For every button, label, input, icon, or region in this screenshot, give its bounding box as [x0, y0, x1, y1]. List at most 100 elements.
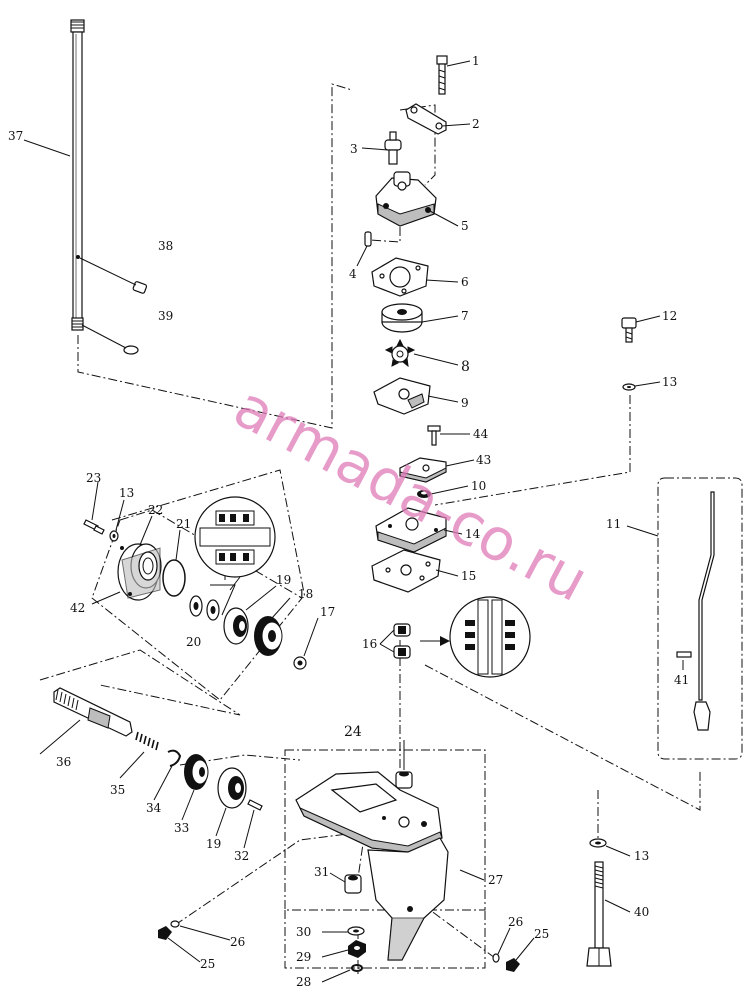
- impeller-8[interactable]: [384, 338, 416, 368]
- callout-15: 15: [461, 569, 476, 583]
- washer-13-left[interactable]: [109, 530, 119, 542]
- driveshaft-37[interactable]: [70, 19, 85, 331]
- callout-1: 1: [472, 54, 480, 68]
- pin-32[interactable]: [247, 799, 263, 811]
- callout-19-upper: 19: [276, 573, 291, 587]
- callout-31: 31: [314, 865, 329, 879]
- gear-18[interactable]: [254, 616, 283, 656]
- callout-13-top: 13: [662, 375, 677, 389]
- callout-14: 14: [465, 527, 481, 541]
- clip-34[interactable]: [167, 749, 182, 767]
- callout-24: 24: [344, 724, 362, 740]
- callout-40: 40: [634, 905, 649, 919]
- bearing-19-lower[interactable]: [217, 767, 247, 809]
- callout-21: 21: [176, 517, 191, 531]
- callout-3: 3: [350, 142, 358, 156]
- washer-13-bottom[interactable]: [589, 838, 607, 848]
- callout-16: 16: [362, 637, 377, 651]
- bolt-23[interactable]: [83, 519, 105, 535]
- callout-38: 38: [158, 239, 173, 253]
- gasket-15[interactable]: [371, 549, 441, 593]
- callout-30: 30: [296, 925, 311, 939]
- screw-44[interactable]: [427, 425, 441, 446]
- bushing-31[interactable]: [344, 874, 362, 894]
- o-ring-21[interactable]: [162, 559, 186, 597]
- gear-33[interactable]: [184, 754, 209, 790]
- bolt-25-left[interactable]: [158, 926, 172, 940]
- stud-bolt-40[interactable]: [586, 861, 612, 967]
- callout-labels: 1 2 3 5 4 6 7 8 9 44 43 10 14 15 16 12 1…: [8, 54, 689, 989]
- callout-26-left: 26: [230, 935, 245, 949]
- callout-22: 22: [148, 503, 163, 517]
- pump-housing-5[interactable]: [375, 171, 437, 227]
- seals-20[interactable]: [189, 595, 220, 621]
- impeller-housing-7[interactable]: [381, 303, 423, 333]
- callout-41: 41: [674, 673, 689, 687]
- washer-26-right[interactable]: [492, 953, 500, 963]
- base-plate-14[interactable]: [375, 507, 447, 553]
- callout-13-bottom: 13: [634, 849, 649, 863]
- callout-17: 17: [320, 605, 335, 619]
- leader-lines: [23, 60, 684, 983]
- callout-36: 36: [56, 755, 71, 769]
- callout-13-left: 13: [119, 486, 134, 500]
- callout-34: 34: [146, 801, 162, 815]
- pin-41[interactable]: [676, 651, 692, 658]
- callout-4: 4: [349, 267, 357, 281]
- gearcase-27[interactable]: [295, 771, 449, 961]
- pin-4[interactable]: [364, 231, 372, 247]
- callout-27: 27: [488, 873, 503, 887]
- washer-30[interactable]: [347, 926, 365, 936]
- nut-29[interactable]: [348, 940, 366, 958]
- clip-28[interactable]: [351, 964, 363, 972]
- seal-10[interactable]: [417, 490, 431, 498]
- callout-37: 37: [8, 129, 23, 143]
- callout-25-right: 25: [534, 927, 549, 941]
- bolt-1[interactable]: [436, 55, 448, 95]
- callout-19-lower: 19: [206, 837, 221, 851]
- callout-35: 35: [110, 783, 125, 797]
- bushing-24[interactable]: [395, 771, 413, 789]
- washer-26-left[interactable]: [170, 920, 180, 928]
- bearing-19-upper[interactable]: [223, 607, 249, 645]
- callout-44: 44: [473, 427, 489, 441]
- bracket-2[interactable]: [405, 103, 447, 135]
- callout-39: 39: [158, 309, 173, 323]
- callout-33: 33: [174, 821, 189, 835]
- callout-43: 43: [476, 453, 491, 467]
- callout-6: 6: [461, 275, 469, 289]
- washer-39[interactable]: [81, 324, 139, 355]
- bearing-detail-inset-right: [420, 596, 531, 678]
- screw-12[interactable]: [621, 317, 637, 343]
- callout-5: 5: [461, 219, 469, 233]
- callout-2: 2: [472, 117, 480, 131]
- plate-9[interactable]: [373, 377, 431, 415]
- shift-rod-11[interactable]: [693, 491, 715, 731]
- callout-9: 9: [461, 396, 469, 410]
- gasket-6[interactable]: [371, 257, 429, 297]
- spring-35[interactable]: [135, 731, 159, 751]
- plug-3[interactable]: [384, 131, 402, 165]
- pin-38[interactable]: [79, 257, 148, 294]
- bearings-16[interactable]: [393, 623, 411, 659]
- bolt-25-right[interactable]: [506, 958, 520, 972]
- callout-20: 20: [186, 635, 201, 649]
- callout-8: 8: [461, 359, 470, 375]
- callout-12: 12: [662, 309, 677, 323]
- plate-43[interactable]: [399, 457, 447, 483]
- callout-18: 18: [298, 587, 313, 601]
- callout-26-right: 26: [508, 915, 523, 929]
- callout-42: 42: [70, 601, 85, 615]
- washer-17[interactable]: [293, 656, 307, 670]
- propeller-shaft-36[interactable]: [53, 687, 133, 737]
- callout-7: 7: [461, 309, 469, 323]
- bearing-detail-inset-left: [194, 496, 276, 616]
- callout-10: 10: [471, 479, 486, 493]
- callout-29: 29: [296, 950, 311, 964]
- callout-23: 23: [86, 471, 101, 485]
- washer-13-top[interactable]: [622, 383, 636, 391]
- callout-32: 32: [234, 849, 249, 863]
- bearing-carrier-22[interactable]: [117, 543, 162, 601]
- callout-11: 11: [606, 517, 621, 531]
